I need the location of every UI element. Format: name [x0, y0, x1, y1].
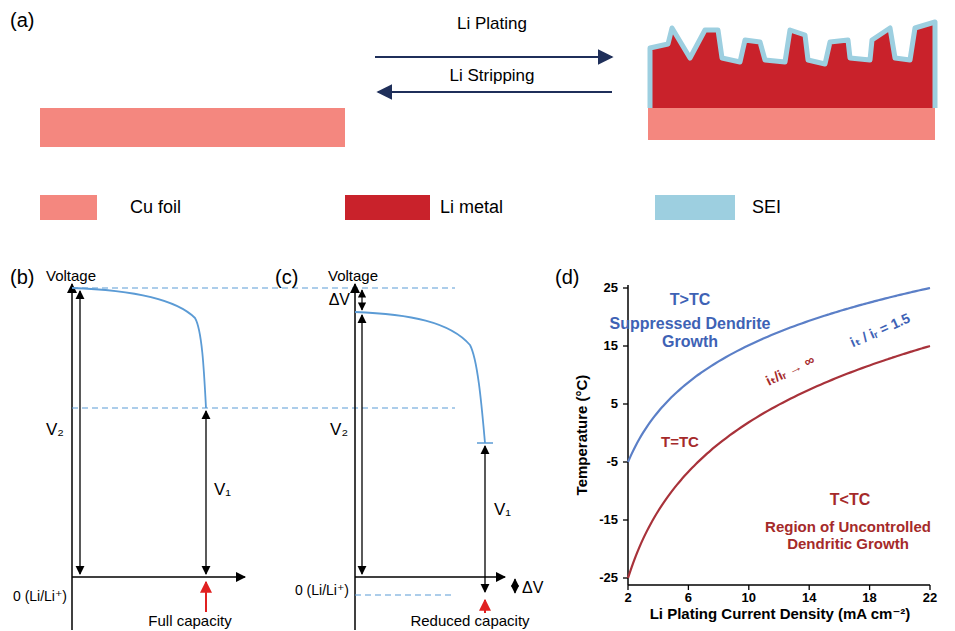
- curve-label: iₜ/iᵣ → ∞: [763, 351, 817, 388]
- delta-v-arrow: [514, 579, 515, 593]
- cu-foil: [40, 108, 345, 147]
- stripping-arrow: [378, 91, 612, 93]
- tick-mark: [623, 519, 628, 520]
- process-label: Li Stripping: [449, 66, 534, 86]
- delta-v-arrow: [361, 290, 362, 310]
- current-axis: [628, 584, 930, 586]
- voltage-curve: [355, 312, 485, 443]
- tick-mark: [623, 403, 628, 404]
- region-label: T>TC: [670, 291, 710, 309]
- tick-mark: [929, 585, 930, 590]
- legend-label: SEI: [752, 197, 781, 218]
- tick-mark: [627, 585, 628, 590]
- tick-label: 6: [685, 591, 692, 606]
- voltage-label: V₁: [214, 480, 231, 500]
- tick-mark: [748, 585, 749, 590]
- region-label: Region of Uncontrolled Dendritic Growth: [748, 518, 948, 553]
- tick-mark: [869, 585, 870, 590]
- tick-label: 14: [802, 591, 816, 606]
- sei-layer: [650, 22, 935, 108]
- dashed-level: [355, 594, 455, 595]
- tick-mark: [809, 585, 810, 590]
- voltage-curve: [72, 288, 206, 408]
- zero-label: 0 (Li/Li⁺): [13, 588, 67, 604]
- voltage-axis: [354, 284, 356, 630]
- legend-swatch: [655, 195, 735, 220]
- plating-arrow: [375, 56, 612, 58]
- capacity-axis: [72, 576, 245, 578]
- tick-label: 10: [742, 591, 756, 606]
- delta-v-label: ΔV: [329, 291, 350, 309]
- capacity-marker: [205, 582, 207, 612]
- capacity-label: Full capacity: [148, 612, 231, 629]
- tick-label: 22: [923, 591, 937, 606]
- curve-label: iₜ / iᵣ = 1.5: [848, 310, 913, 351]
- delta-v-label: ΔV: [522, 579, 543, 597]
- region-label: Suppressed Dendrite Growth: [600, 315, 780, 352]
- axis-title: Temperature (°C): [573, 375, 590, 496]
- voltage-label: V₁: [494, 500, 511, 520]
- process-label: Li Plating: [457, 14, 527, 34]
- voltage-label: V₂: [46, 420, 64, 440]
- axis-title: Voltage: [328, 267, 378, 284]
- axis-title: Voltage: [46, 267, 96, 284]
- panel-letter: (d): [555, 266, 579, 289]
- axis-title: Li Plating Current Density (mA cm⁻²): [650, 605, 911, 622]
- v1-arrow: [205, 411, 206, 574]
- tick-mark: [623, 287, 628, 288]
- voltage-axis: [71, 284, 73, 630]
- dashed-level: [72, 287, 455, 288]
- cu-foil: [648, 108, 935, 140]
- li-metal-dendrites: [650, 22, 935, 108]
- tick-mark: [688, 585, 689, 590]
- legend-label: Cu foil: [130, 197, 181, 218]
- tick-label: 15: [604, 339, 618, 354]
- zero-label: 0 (Li/Li⁺): [295, 582, 349, 598]
- legend-swatch: [345, 195, 430, 220]
- tick-label: 5: [611, 397, 618, 412]
- tick-label: 18: [862, 591, 876, 606]
- voltage-label: V₂: [330, 420, 348, 440]
- legend-swatch: [40, 195, 97, 220]
- capacity-axis: [355, 576, 505, 578]
- legend-label: Li metal: [440, 197, 503, 218]
- panel-letter: (b): [10, 266, 34, 289]
- curve-label: T=TC: [661, 433, 699, 450]
- v1-arrow: [484, 446, 485, 592]
- capacity-label: Reduced capacity: [410, 612, 529, 629]
- tick-label: -15: [599, 513, 618, 528]
- tick-label: -25: [599, 571, 618, 586]
- tick-label: 25: [604, 281, 618, 296]
- critical-curve: [628, 288, 930, 462]
- v2-arrow: [79, 291, 80, 574]
- tick-label: 2: [624, 591, 631, 606]
- dashed-level: [72, 407, 455, 408]
- capacity-marker: [484, 600, 486, 613]
- v2-arrow: [361, 315, 362, 574]
- tick-label: -5: [606, 455, 618, 470]
- curve-end-tick: [477, 442, 493, 444]
- panel-letter: (a): [10, 9, 34, 32]
- tick-mark: [623, 345, 628, 346]
- panel-letter: (c): [275, 266, 298, 289]
- region-label: T<TC: [830, 491, 870, 509]
